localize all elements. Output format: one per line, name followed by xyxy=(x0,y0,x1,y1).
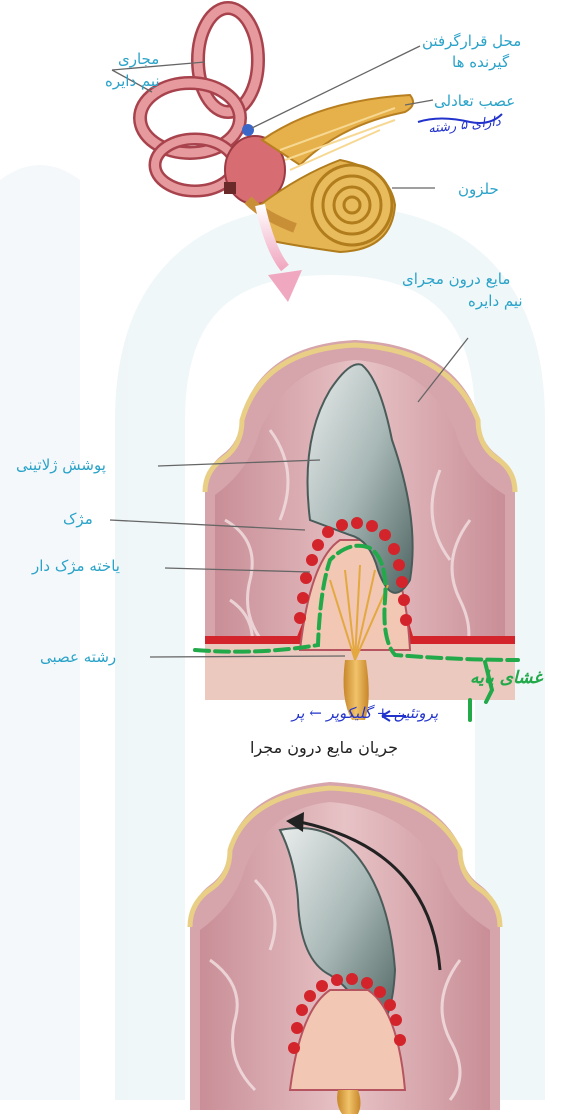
cupula-label: پوشش ژلاتینی xyxy=(16,456,106,475)
canal-fluid-label-line2: نیم دایره xyxy=(468,292,523,311)
ampulla-cross-section-flow xyxy=(190,782,500,1114)
nerve-fiber-label: رشته عصبی xyxy=(40,648,116,667)
receptor-site-label-line1: محل قرارگرفتن xyxy=(422,32,521,51)
vestibular-nerve-label: عصب تعادلی xyxy=(434,92,515,111)
cilia-label: مژک xyxy=(63,510,93,529)
hair-cell-label: یاخته مژک دار xyxy=(32,557,120,576)
handwritten-basement-membrane: غشای پایه xyxy=(470,668,542,688)
fluid-flow-caption: جریان مایع درون مجرا xyxy=(250,738,398,757)
cochlea-label: حلزون xyxy=(458,180,499,199)
receptor-site-label-line2: گیرنده ها xyxy=(452,53,509,72)
semicircular-canals-label-line1: مجاری xyxy=(118,50,159,69)
semicircular-canals-label-line2: نیم دایره xyxy=(105,72,160,91)
ampulla-cross-section xyxy=(205,340,515,720)
canal-fluid-label-line1: مایع درون مجرای xyxy=(402,270,510,289)
handwritten-formula: پروتئین + گلیکوپر ← پر xyxy=(292,704,438,722)
inner-ear-drawing xyxy=(140,8,413,252)
